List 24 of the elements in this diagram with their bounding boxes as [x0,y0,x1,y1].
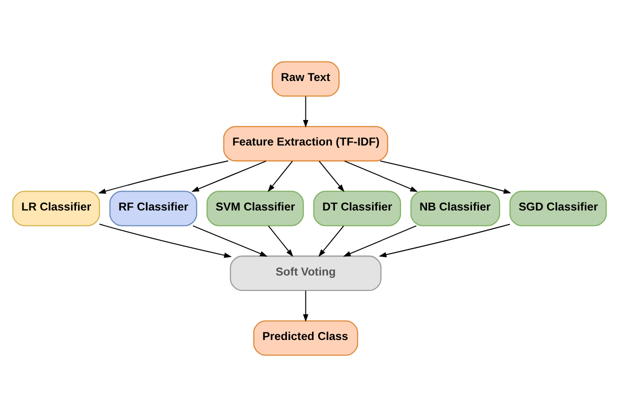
node-box: NB Classifier [410,190,500,226]
arrow [303,290,308,322]
node-box: SGD Classifier [509,190,607,226]
node-box: Feature Extraction (TF-IDF) [223,126,388,161]
arrow [191,160,267,192]
node-box: RF Classifier [109,190,198,226]
arrow [318,160,344,192]
node-box: DT Classifier [313,190,402,226]
arrow [343,224,417,256]
arrow [344,160,418,192]
node-box: LR Classifier [12,190,100,226]
node-box: Soft Voting [230,255,382,290]
arrow [378,223,510,257]
arrow [303,95,308,128]
arrow [98,160,229,194]
node-box: SVM Classifier [206,190,304,226]
arrow [268,160,293,192]
arrow [268,225,294,256]
arrow [99,223,232,258]
arrow [192,224,268,256]
arrow [380,160,512,194]
node-box: Raw Text [272,60,340,96]
node-box: Predicted Class [253,320,358,356]
arrow [318,225,344,256]
